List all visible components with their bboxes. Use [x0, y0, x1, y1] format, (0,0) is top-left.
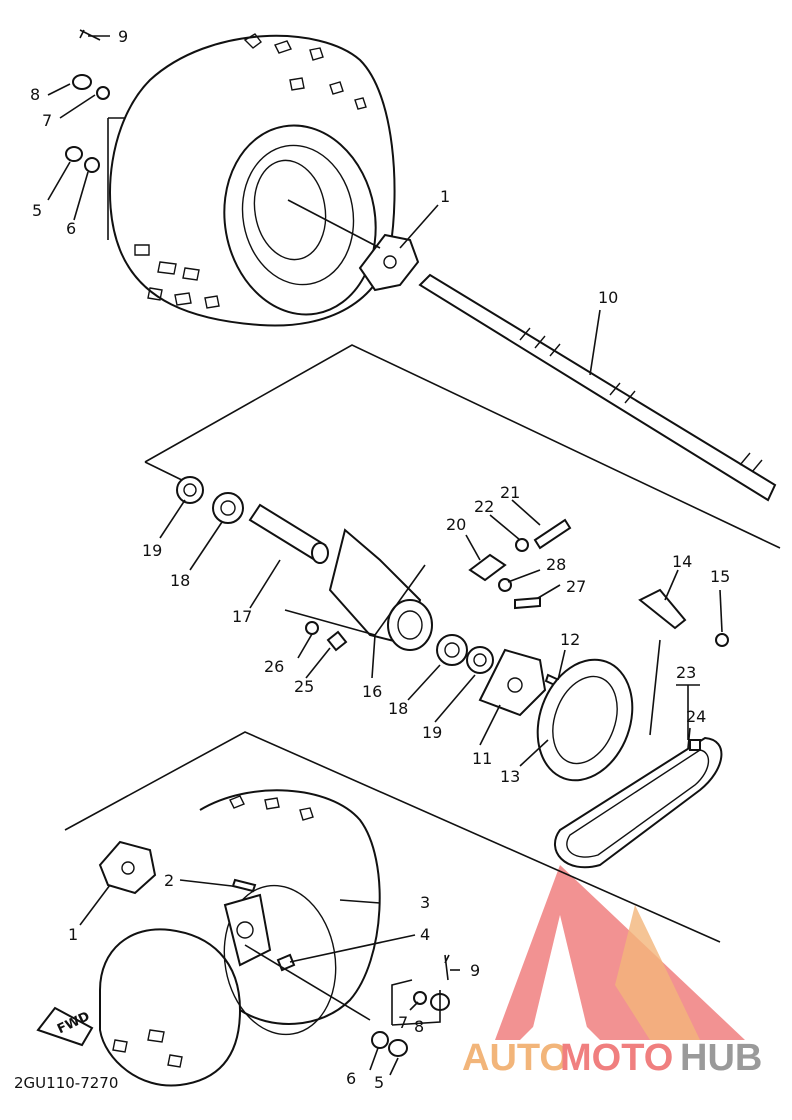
- brand-part-1: AUTO: [462, 1037, 569, 1079]
- callout-24: 24: [686, 707, 706, 726]
- callout-numbers: 9 8 7 5 6 1 10 19 18 17 21 22 20 28 27 1…: [30, 27, 730, 1092]
- callout-10: 10: [598, 288, 618, 307]
- bearing-18-left: [212, 492, 244, 524]
- fwd-arrow: FWD: [36, 1006, 94, 1047]
- sprocket-13: [536, 658, 634, 782]
- wheel-hub-1-upper: [358, 233, 420, 292]
- wheel-hub-1-lower: [98, 840, 157, 895]
- nut-15: [715, 633, 729, 647]
- diagram-code: 2GU110-7270: [14, 1074, 118, 1092]
- callout-6-lower: 6: [346, 1069, 356, 1088]
- rear-tire-upper: [109, 33, 396, 327]
- washer-7-lower: [413, 991, 427, 1005]
- callout-3: 3: [420, 893, 430, 912]
- chain-guide-14: [638, 588, 687, 630]
- callout-7-upper: 7: [42, 111, 52, 130]
- callout-17: 17: [232, 607, 252, 626]
- chain-joint-24: [689, 739, 701, 751]
- callout-11: 11: [472, 749, 492, 768]
- brand-part-2: MOTO: [560, 1037, 673, 1079]
- callout-13: 13: [500, 767, 520, 786]
- cotter-pin-9-upper: [79, 29, 101, 41]
- nut-5-lower: [388, 1039, 408, 1057]
- bearing-18-right: [436, 634, 468, 666]
- sprocket-hub-11: [478, 648, 547, 717]
- bolt-27: [514, 596, 541, 610]
- oil-seal-19-left: [176, 476, 204, 504]
- callout-5-upper: 5: [32, 201, 42, 220]
- callout-1-lower: 1: [68, 925, 78, 944]
- callout-8-upper: 8: [30, 85, 40, 104]
- bracket-20: [468, 553, 507, 582]
- drive-chain-23: [554, 736, 723, 869]
- watermark-text: AUTO MOTO HUB: [462, 1037, 762, 1079]
- brand-part-3: HUB: [680, 1037, 762, 1079]
- rim-3: [223, 893, 272, 967]
- callout-21: 21: [500, 483, 520, 502]
- callout-12: 12: [560, 630, 580, 649]
- callout-25: 25: [294, 677, 314, 696]
- callout-9-upper: 9: [118, 27, 128, 46]
- washer-6-upper: [84, 157, 100, 173]
- oil-seal-19-right: [466, 646, 494, 674]
- callout-22: 22: [474, 497, 494, 516]
- callout-6-upper: 6: [66, 219, 76, 238]
- callout-26: 26: [264, 657, 284, 676]
- lower-frame-lines: [64, 731, 721, 943]
- washer-26: [305, 621, 319, 635]
- nut-5-upper: [65, 146, 83, 162]
- callout-19-right: 19: [422, 723, 442, 742]
- callout-7-lower: 7: [398, 1013, 408, 1032]
- callout-8-lower: 8: [414, 1017, 424, 1036]
- axle-housing-16: [328, 528, 433, 651]
- bolt-25: [326, 630, 348, 652]
- callout-27: 27: [566, 577, 586, 596]
- callout-18-left: 18: [170, 571, 190, 590]
- washer-6-lower: [371, 1031, 389, 1049]
- callout-20: 20: [446, 515, 466, 534]
- callout-1-upper: 1: [440, 187, 450, 206]
- callout-28: 28: [546, 555, 566, 574]
- callout-19-left: 19: [142, 541, 162, 560]
- watermark-logo: [495, 865, 745, 1040]
- washer-7-upper: [96, 86, 110, 100]
- washer-22: [515, 538, 529, 552]
- callout-23: 23: [676, 663, 696, 682]
- axle-nut-8-upper: [72, 74, 92, 90]
- callout-5-lower: 5: [374, 1073, 384, 1092]
- cotter-pin-9-lower: [444, 954, 450, 981]
- valve-2: [231, 878, 257, 893]
- bolt-21: [533, 518, 572, 550]
- spacer-17: [248, 503, 329, 564]
- callout-14: 14: [672, 552, 692, 571]
- callout-9-lower: 9: [470, 961, 480, 980]
- callout-2: 2: [164, 871, 174, 890]
- callout-15: 15: [710, 567, 730, 586]
- callout-18-right: 18: [388, 699, 408, 718]
- rear-axle-10: [418, 273, 777, 502]
- callout-4: 4: [420, 925, 430, 944]
- callout-16: 16: [362, 682, 382, 701]
- rear-tire-lower: [99, 789, 381, 1087]
- leader-lines: [47, 35, 723, 1076]
